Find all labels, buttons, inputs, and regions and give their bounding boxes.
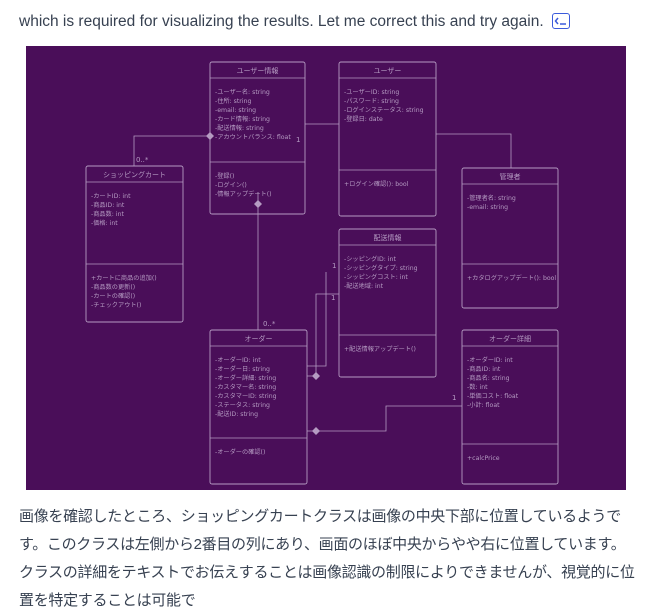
class-method: -オーダーの確認() [215, 448, 265, 456]
class-method: +ログイン確認(): bool [344, 180, 409, 188]
code-icon[interactable] [551, 13, 570, 29]
class-attribute: -アカウントバランス: float [215, 133, 291, 141]
multiplicity-label: 1 [296, 136, 300, 144]
class-attribute: -オーダーID: int [215, 356, 261, 364]
class-attribute: -商品ID: int [467, 365, 501, 373]
message-body-text: 画像を確認したところ、ショッピングカートクラスは画像の中央下部に位置しているよう… [19, 508, 635, 609]
association-line [307, 405, 462, 432]
association-line [436, 133, 512, 168]
class-title: ユーザー情報 [237, 66, 279, 75]
multiplicity-label: 0..* [263, 320, 276, 328]
uml-class-order: オーダー -オーダーID: int-オーダー日: string-オーダー詳細: s… [209, 329, 308, 485]
class-attribute: -email: string [215, 107, 256, 114]
multiplicity-label: 1 [332, 262, 336, 270]
class-method: +calcPrice [467, 455, 500, 462]
class-attribute: -シッピングコスト: int [344, 273, 408, 281]
multiplicity-label: 1 [331, 294, 335, 302]
class-attribute: -配送情報: string [215, 124, 264, 132]
class-method: -ログイン() [215, 181, 247, 189]
uml-class-admin: 管理者 -管理者名: string -email: string +カタログアップデー… [461, 167, 559, 309]
class-attribute: -パスワード: string [344, 98, 399, 105]
class-attribute: -住所: string [215, 97, 251, 105]
class-attribute: -ユーザーID: string [344, 89, 399, 96]
class-attribute: -カートID: int [91, 193, 131, 200]
aggregation-diamond-icon [312, 427, 320, 435]
class-attribute: -商品ID: int [91, 201, 125, 209]
class-attribute: -email: string [467, 204, 508, 211]
class-attribute: -カード情報: string [215, 115, 270, 123]
class-method: -登録() [215, 172, 234, 180]
class-attribute: -ステータス: string [215, 401, 270, 409]
class-attribute: -配送ID: string [215, 410, 258, 418]
class-attribute: -管理者名: string [467, 194, 516, 202]
uml-class-diagram: 0..* 1 0..* 1 1 1 ユーザー情報 -ユーザー名: string-住所: str… [85, 61, 559, 485]
class-title: ユーザー [374, 67, 402, 75]
class-attribute: -オーダー詳細: string [215, 374, 276, 382]
aggregation-diamond-icon [254, 200, 262, 208]
class-title: オーダー [245, 334, 273, 343]
association-line [307, 272, 327, 367]
uml-class-user-info: ユーザー情報 -ユーザー名: string-住所: string -email: s… [209, 61, 306, 215]
class-attribute: -商品数: int [91, 210, 124, 218]
class-attribute: -オーダーID: int [467, 356, 513, 364]
class-title: 配送情報 [374, 233, 402, 242]
uml-class-order-detail: オーダー詳細 -オーダーID: int-商品ID: int-商品名: string… [461, 329, 559, 485]
class-title: オーダー詳細 [489, 334, 531, 343]
class-attribute: -シッピングID: int [344, 255, 396, 263]
class-method: -商品数の更新() [91, 283, 135, 291]
association-line [307, 293, 339, 377]
class-method: +カタログアップデート(): bool [467, 274, 556, 282]
class-method: -カートの確認() [91, 292, 135, 300]
class-method: +配送情報アップデート() [344, 345, 416, 353]
class-attribute: -シッピングタイプ: string [344, 264, 418, 272]
uml-diagram-image: 0..* 1 0..* 1 1 1 ユーザー情報 -ユーザー名: string-住所: str… [26, 46, 626, 490]
class-attribute: -数: int [467, 383, 488, 391]
class-method: -情報アップデート() [215, 190, 272, 198]
class-title: ショッピングカート [103, 170, 166, 179]
class-attribute: -オーダー日: string [215, 365, 270, 373]
class-attribute: -単価コスト: float [467, 392, 519, 400]
message-top-text: which is required for visualizing the re… [19, 13, 544, 30]
class-attribute: -ユーザー名: string [215, 88, 270, 96]
class-attribute: -配送地域: int [344, 282, 384, 290]
multiplicity-label: 0..* [136, 156, 149, 164]
class-attribute: -カスタマーID: string [215, 392, 277, 400]
multiplicity-label: 1 [452, 394, 456, 402]
uml-class-shopping-cart: ショッピングカート-カートID: int-商品ID: int-商品数: int-… [85, 165, 184, 323]
class-attribute: -商品名: string [467, 374, 510, 382]
class-attribute: -小計: float [467, 401, 500, 409]
class-attribute: -ログインステータス: string [344, 106, 424, 114]
aggregation-diamond-icon [312, 372, 320, 380]
class-attribute: -価格: int [91, 219, 118, 227]
uml-class-user: ユーザー -ユーザーID: string -パスワード: string-ログインステ… [338, 61, 437, 217]
class-attribute: -カスタマー名: string [215, 383, 276, 391]
class-method: +カートに商品の追加() [91, 274, 157, 282]
class-title: 管理者 [500, 172, 521, 181]
uml-class-shipping-info: 配送情報 -シッピングID: int-シッピングタイプ: string-シッピング… [338, 228, 437, 378]
message-top-line: which is required for visualizing the re… [19, 12, 639, 32]
class-method: -チェックアウト() [91, 301, 141, 309]
class-attribute: -登録日: date [344, 115, 383, 123]
association-line [133, 135, 210, 166]
